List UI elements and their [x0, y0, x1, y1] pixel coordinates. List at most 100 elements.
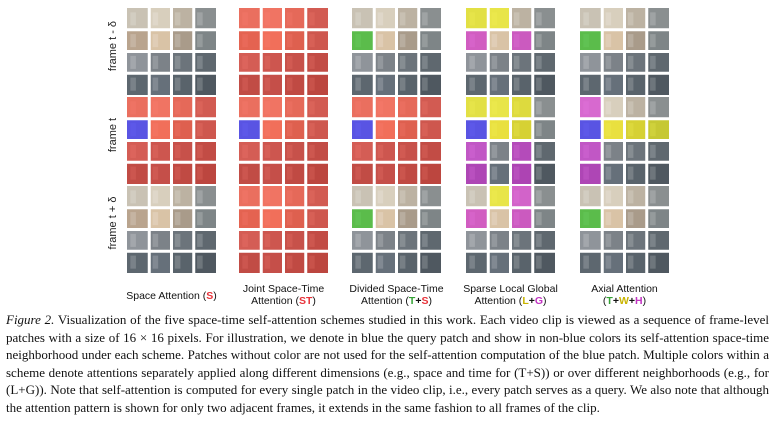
patch-texture: [197, 190, 203, 204]
patch: [580, 51, 603, 74]
patch: [646, 186, 669, 208]
patch-texture: [174, 233, 181, 247]
patch: [466, 186, 489, 208]
patch: [149, 229, 172, 252]
patch: [624, 8, 647, 30]
attention-figure: frame t - δ frame t frame t + δ Space At…: [107, 8, 669, 307]
patch: [532, 162, 555, 184]
patch-texture: [377, 34, 384, 48]
patch: [374, 73, 397, 95]
patch-texture: [491, 255, 498, 269]
patch-texture: [469, 255, 475, 269]
attended-patch: [171, 162, 194, 184]
scheme-abbr-part: +: [528, 295, 535, 307]
patch-texture: [650, 12, 656, 26]
patch-texture: [469, 233, 475, 247]
patch: [127, 73, 150, 95]
patch-texture: [536, 123, 542, 137]
patch-texture: [197, 55, 203, 69]
patch: [532, 118, 555, 141]
frame-grid-s1-f0: [239, 8, 328, 95]
patch-texture: [536, 101, 542, 115]
patch-texture: [469, 190, 475, 204]
patch: [374, 51, 397, 74]
patch-texture: [536, 255, 542, 269]
patch-texture: [399, 233, 406, 247]
patch: [646, 29, 669, 52]
patch: [646, 8, 669, 30]
patch-texture: [605, 77, 612, 91]
patch-texture: [536, 55, 542, 69]
attended-patch: [352, 207, 375, 230]
patch-texture: [491, 77, 498, 91]
query-patch: [239, 118, 262, 141]
patch: [418, 251, 441, 273]
patch-texture: [627, 233, 634, 247]
patch-texture: [399, 212, 406, 226]
patch-texture: [513, 12, 520, 26]
patch: [532, 207, 555, 230]
patch: [396, 207, 419, 230]
attended-patch: [239, 229, 262, 252]
attention-grids: [127, 8, 669, 273]
patch: [396, 186, 419, 208]
patch: [352, 186, 375, 208]
patch-texture: [422, 34, 428, 48]
patch-texture: [513, 77, 520, 91]
attended-patch: [239, 140, 262, 163]
patch-texture: [491, 144, 498, 158]
patch-texture: [152, 255, 159, 269]
attended-patch: [510, 29, 533, 52]
row-label-next: frame t + δ: [107, 196, 119, 250]
attended-patch: [283, 229, 306, 252]
patch-texture: [130, 255, 136, 269]
frame-grid-s3-f0: [466, 8, 555, 95]
patch-texture: [152, 212, 159, 226]
patch: [352, 51, 375, 74]
scheme-caption-close: ): [213, 290, 217, 302]
attended-patch: [261, 8, 284, 30]
patch-texture: [513, 233, 520, 247]
patch-texture: [583, 190, 589, 204]
scheme-caption-close: ): [543, 295, 547, 307]
patch-texture: [627, 101, 634, 115]
patch: [374, 229, 397, 252]
attended-patch: [149, 140, 172, 163]
attended-patch: [171, 140, 194, 163]
patch: [374, 8, 397, 30]
patch: [624, 51, 647, 74]
patch: [466, 51, 489, 74]
scheme-caption-line2: (: [602, 295, 607, 307]
patch-texture: [491, 55, 498, 69]
patch-texture: [152, 12, 159, 26]
patch: [602, 51, 625, 74]
frame-grid-s2-f2: [352, 186, 441, 273]
attended-patch: [510, 207, 533, 230]
patch: [149, 186, 172, 208]
patch-texture: [174, 212, 181, 226]
attended-patch: [510, 118, 533, 141]
patch-texture: [377, 190, 384, 204]
scheme-caption-line1: Sparse Local Global: [463, 283, 558, 295]
attended-patch: [261, 97, 284, 119]
patch-texture: [197, 34, 203, 48]
attended-patch: [305, 8, 328, 30]
attended-patch: [283, 8, 306, 30]
patch-texture: [513, 55, 520, 69]
scheme-abbr-part: T: [408, 295, 416, 307]
patch-texture: [536, 212, 542, 226]
patch: [396, 73, 419, 95]
frame-grid-s4-f0: [580, 8, 669, 95]
scheme-abbr-part: ST: [298, 295, 313, 307]
patch: [352, 229, 375, 252]
attended-patch: [352, 162, 375, 184]
patch: [488, 29, 511, 52]
patch-texture: [377, 255, 384, 269]
patch-texture: [650, 34, 656, 48]
frame-grid-s4-f1: [580, 97, 669, 184]
patch: [171, 73, 194, 95]
attended-patch: [466, 97, 489, 119]
patch-texture: [627, 255, 634, 269]
patch: [374, 251, 397, 273]
